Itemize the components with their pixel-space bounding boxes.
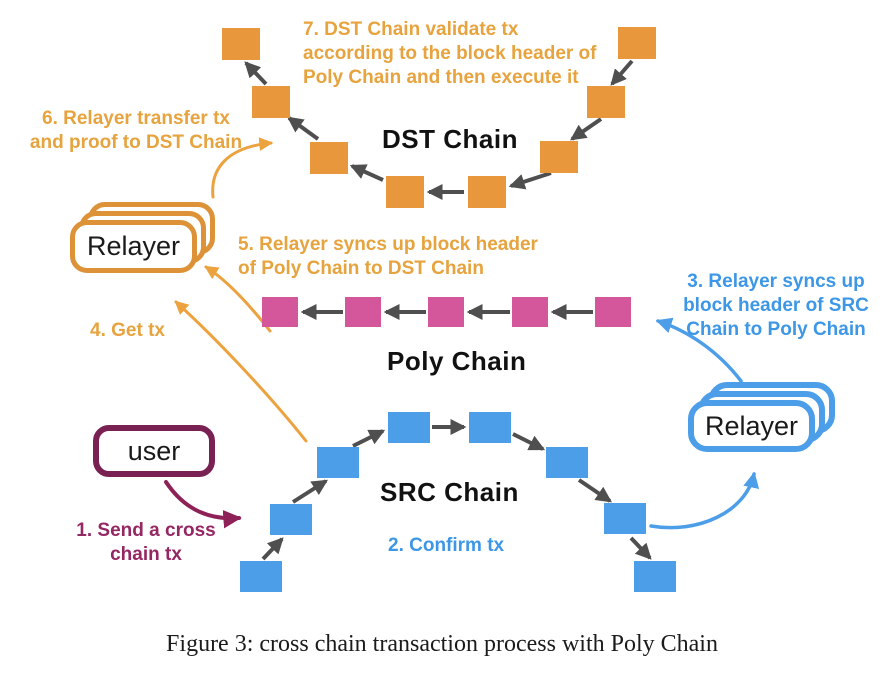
poly-block <box>262 297 298 327</box>
relayer-left-label: Relayer <box>86 231 181 261</box>
dst-chain-links <box>244 59 634 200</box>
src-chain-links <box>261 419 652 561</box>
dst-block <box>468 176 506 208</box>
src-block <box>546 447 588 478</box>
annotation-step3: 3. Relayer syncs up block header of SRC … <box>683 271 869 340</box>
src-block <box>604 503 646 534</box>
poly-chain-label: Poly Chain <box>387 346 527 376</box>
arrow-step6 <box>211 137 274 199</box>
poly-block <box>345 297 381 327</box>
annotation-step2: 2. Confirm tx <box>388 535 505 556</box>
dst-block <box>222 28 260 60</box>
arrow-step3 <box>655 317 743 383</box>
poly-chain-blocks <box>262 297 631 327</box>
src-block <box>469 412 511 443</box>
dst-chain-blocks <box>222 27 656 208</box>
dst-block <box>618 27 656 59</box>
src-chain-label: SRC Chain <box>380 477 519 507</box>
dst-block <box>252 86 290 118</box>
dst-block <box>386 176 424 208</box>
arrow-step2 <box>649 471 760 530</box>
annotation-step5: 5. Relayer syncs up block header of Poly… <box>238 234 538 279</box>
annotation-step1: 1. Send a cross chain tx <box>76 520 216 565</box>
src-block <box>317 447 359 478</box>
annotation-step4: 4. Get tx <box>90 320 165 341</box>
dst-block <box>310 142 348 174</box>
poly-block <box>428 297 464 327</box>
step-arrows <box>164 137 760 530</box>
dst-block <box>540 141 578 173</box>
relayer-right: Relayer <box>688 382 840 460</box>
relayer-right-card-front <box>688 400 815 452</box>
annotation-step6: 6. Relayer transfer tx and proof to DST … <box>29 108 243 153</box>
src-chain-blocks <box>240 412 676 592</box>
src-block <box>388 412 430 443</box>
annotation-step7: 7. DST Chain validate tx according to th… <box>303 19 597 88</box>
poly-block <box>595 297 631 327</box>
figure-caption: Figure 3: cross chain transaction proces… <box>166 631 718 657</box>
dst-block <box>587 86 625 118</box>
dst-chain-label: DST Chain <box>382 124 518 154</box>
src-block <box>240 561 282 592</box>
relayer-right-label: Relayer <box>704 410 799 441</box>
poly-block <box>512 297 548 327</box>
relayer-left-card-front <box>70 220 197 273</box>
relayer-left: Relayer <box>70 202 220 282</box>
src-block <box>270 504 312 535</box>
arrow-step4 <box>174 300 308 443</box>
user-box: user <box>93 425 215 477</box>
src-block <box>634 561 676 592</box>
arrow-step1 <box>164 480 242 529</box>
